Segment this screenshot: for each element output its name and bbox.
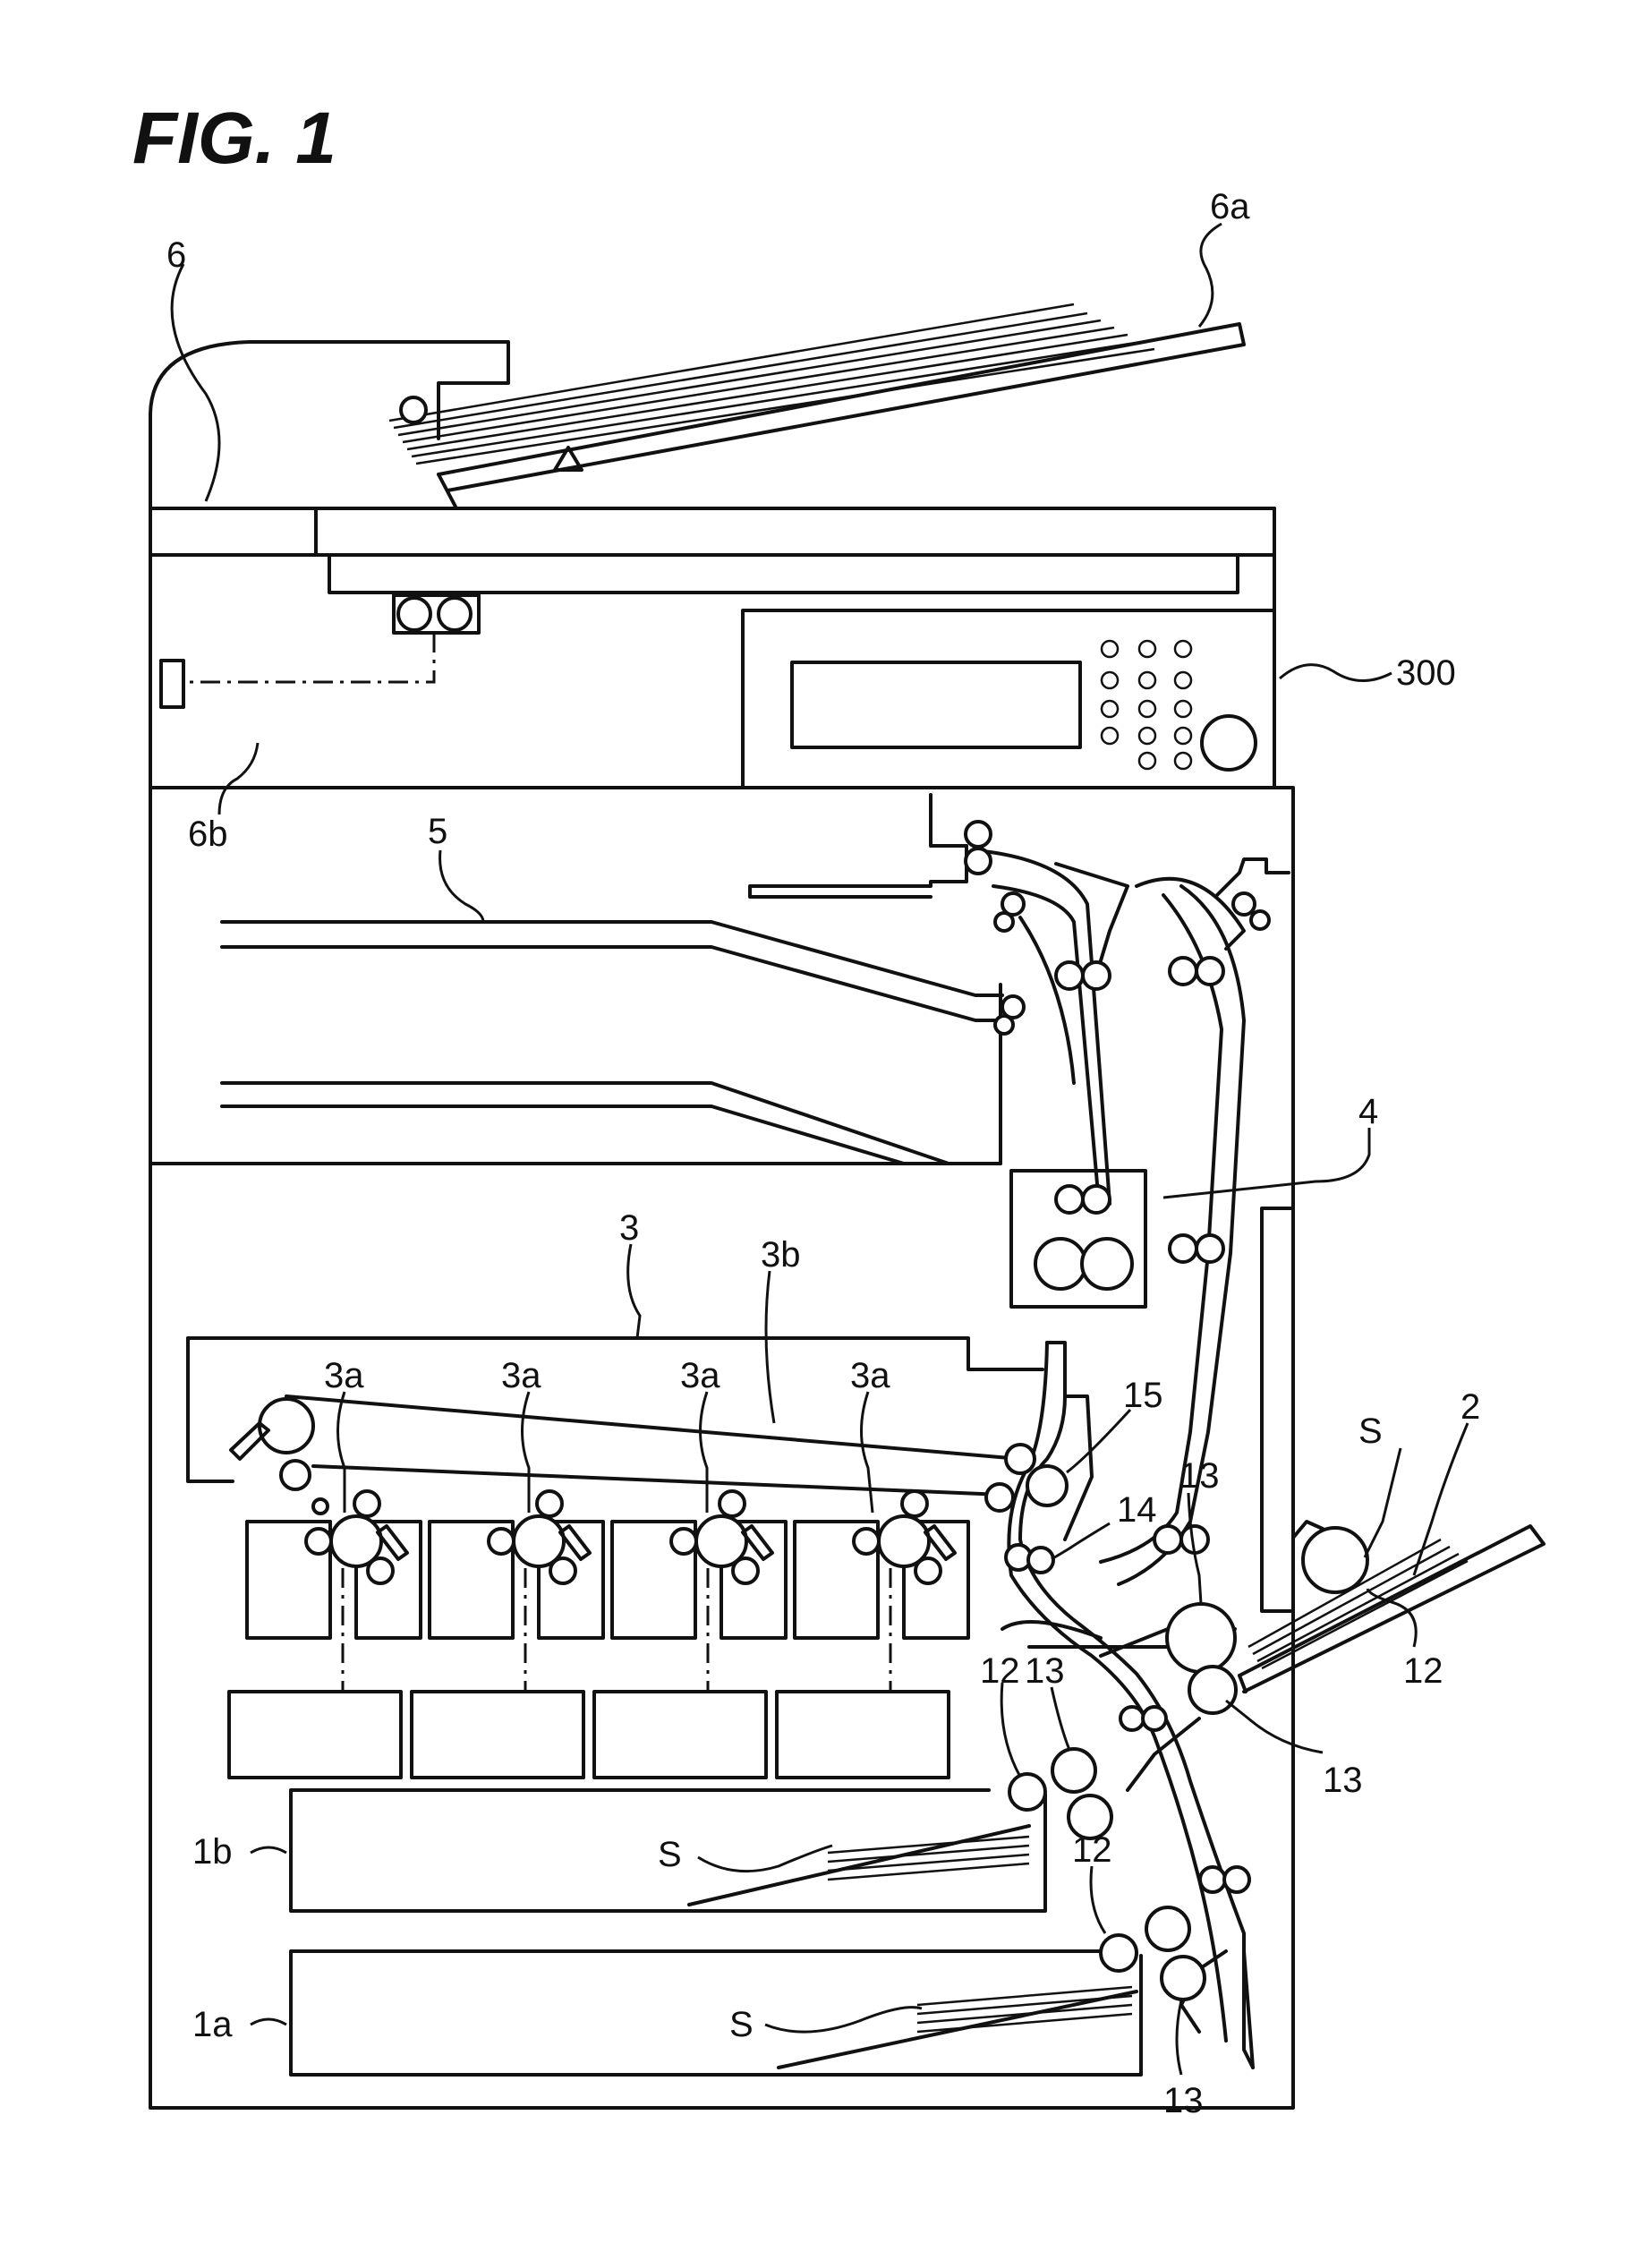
scan-sensor bbox=[161, 661, 183, 707]
output-trays bbox=[222, 795, 1002, 1164]
manual-feed-tray bbox=[1167, 1208, 1544, 1713]
belt-drive-roller bbox=[260, 1399, 313, 1453]
label-3a-2: 3a bbox=[501, 1356, 541, 1395]
label-13-middle: 13 bbox=[1025, 1651, 1065, 1691]
label-3: 3 bbox=[619, 1208, 639, 1248]
label-3a-4: 3a bbox=[850, 1356, 890, 1395]
conveyance-rollers bbox=[966, 822, 1269, 1892]
secondary-transfer-roller-15 bbox=[1027, 1466, 1067, 1505]
label-13-right: 13 bbox=[1323, 1761, 1363, 1800]
photoconductor-units bbox=[247, 1491, 968, 1692]
scanner bbox=[150, 508, 1274, 788]
fixing-unit bbox=[1011, 1171, 1145, 1307]
label-5: 5 bbox=[428, 812, 447, 851]
label-6b: 6b bbox=[188, 814, 228, 854]
label-6: 6 bbox=[166, 235, 186, 275]
label-300: 300 bbox=[1396, 653, 1456, 693]
label-13-upper: 13 bbox=[1179, 1456, 1220, 1496]
label-S-1b: S bbox=[658, 1835, 682, 1874]
label-3a-1: 3a bbox=[324, 1356, 364, 1395]
reference-labels: 6a 6 300 6b 5 4 3 3b 3a 3a 3a 3a 15 14 1… bbox=[166, 187, 1480, 2120]
label-S-1a: S bbox=[729, 2005, 754, 2044]
label-S-manual: S bbox=[1358, 1411, 1383, 1451]
document-feeder bbox=[150, 304, 1244, 508]
figure-title: FIG. 1 bbox=[132, 98, 336, 179]
start-button bbox=[1202, 716, 1256, 770]
pickup-roller bbox=[401, 397, 426, 422]
label-14: 14 bbox=[1117, 1490, 1157, 1530]
label-2: 2 bbox=[1460, 1387, 1480, 1427]
label-15: 15 bbox=[1123, 1376, 1163, 1415]
operation-panel bbox=[743, 610, 1274, 788]
fixing-roller bbox=[1035, 1239, 1086, 1289]
paper-cassette-1a bbox=[291, 1935, 1141, 2075]
label-12-lower: 12 bbox=[1072, 1830, 1112, 1870]
belt-tension-roller bbox=[281, 1461, 310, 1489]
exposure-units bbox=[229, 1692, 949, 1778]
fixing-roller-small bbox=[1083, 1186, 1110, 1213]
label-3a-3: 3a bbox=[680, 1356, 720, 1395]
belt-roller bbox=[1006, 1445, 1035, 1473]
label-1a: 1a bbox=[192, 2005, 233, 2044]
label-12-manual: 12 bbox=[1403, 1651, 1443, 1691]
label-3b: 3b bbox=[761, 1235, 801, 1275]
panel-display bbox=[792, 662, 1080, 747]
scan-mirror-roller bbox=[398, 598, 430, 630]
fixing-roller bbox=[1082, 1239, 1132, 1289]
pickup-roller-12 bbox=[1009, 1774, 1045, 1810]
leader-lines bbox=[172, 224, 1468, 2075]
label-6a: 6a bbox=[1210, 187, 1250, 226]
pickup-roller-12 bbox=[1101, 1935, 1137, 1971]
manual-separation-roller-13 bbox=[1189, 1667, 1236, 1713]
label-1b: 1b bbox=[192, 1832, 233, 1872]
label-13-lower: 13 bbox=[1163, 2081, 1204, 2120]
panel-keypad bbox=[1102, 641, 1256, 770]
manual-separation-roller-13 bbox=[1167, 1604, 1235, 1672]
registration-roller-14 bbox=[1028, 1548, 1053, 1573]
scan-mirror-roller bbox=[439, 598, 471, 630]
fixing-roller-small bbox=[1056, 1186, 1083, 1213]
label-4: 4 bbox=[1358, 1092, 1378, 1131]
label-12-upper: 12 bbox=[980, 1651, 1020, 1691]
manual-feed-roller-12 bbox=[1303, 1528, 1367, 1592]
